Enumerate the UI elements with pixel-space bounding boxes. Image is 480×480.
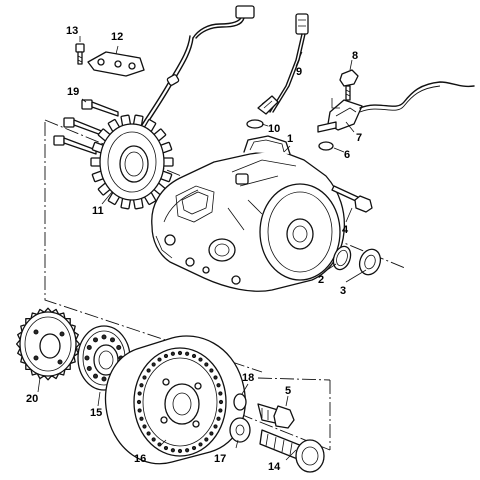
clutch-roller [110, 337, 115, 343]
callout-11: 11 [92, 205, 104, 217]
callout-5: 5 [285, 385, 291, 397]
rotor-pickup-notch [142, 375, 147, 380]
clutch-roller [84, 355, 90, 361]
rotor-pickup-notch [136, 399, 142, 405]
rotor-pickup-notch [151, 437, 156, 442]
rotor-pickup-notch [216, 383, 221, 388]
rotor-pickup-notch [218, 391, 223, 396]
part-20-ring-gear [15, 307, 81, 381]
callout-17: 17 [214, 453, 226, 465]
rotor-pickup-notch [137, 391, 142, 396]
clutch-roller [86, 345, 92, 350]
rotor-pickup-notch [139, 383, 144, 388]
rotor-pickup-notch [185, 351, 190, 356]
clutch-roller [101, 334, 107, 340]
clutch-roller [116, 345, 122, 350]
rotor-pickup-notch [151, 362, 156, 367]
rotor-pickup-notch [213, 424, 218, 429]
part-3-plug [358, 248, 382, 276]
rotor-pickup-notch [204, 437, 209, 442]
callout-labels: 1 2 3 4 5 6 7 8 9 10 11 12 13 14 15 16 1… [26, 25, 362, 473]
rotor-pickup-notch [177, 350, 183, 356]
rotor-pickup-notch [142, 424, 147, 429]
callout-20: 20 [26, 393, 38, 405]
rotor-pickup-notch [170, 351, 175, 356]
part-16-flywheel-rotor [104, 335, 246, 465]
part-8-screw [339, 69, 359, 101]
stator-connector [235, 5, 255, 19]
callout-12: 12 [111, 31, 123, 43]
rotor-pickup-notch [139, 416, 144, 421]
wire-grommet [166, 74, 180, 86]
callout-2: 2 [318, 274, 324, 286]
callout-1: 1 [287, 133, 293, 145]
rotor-pickup-notch [216, 416, 221, 421]
part-4-bolt [331, 185, 373, 213]
callout-16: 16 [134, 453, 146, 465]
part-14-bolt [259, 429, 325, 473]
part-18-o-ring [233, 393, 247, 411]
part-10-o-ring [246, 119, 264, 129]
part-1-engine-cover [151, 135, 346, 292]
rotor-pickup-notch [218, 399, 224, 405]
rotor-pickup-notch [146, 368, 151, 373]
clutch-roller [93, 337, 98, 343]
rotor-pickup-notch [209, 368, 214, 373]
callout-4: 4 [342, 224, 349, 236]
callout-19: 19 [67, 86, 79, 98]
callout-7: 7 [356, 132, 362, 144]
rotor-pickup-notch [191, 445, 197, 451]
rotor-pickup-notch [209, 431, 214, 436]
rotor-pickup-notch [204, 362, 209, 367]
part-13-bolt [75, 43, 85, 65]
rotor-pickup-notch [163, 353, 169, 359]
part-5-nut [257, 403, 295, 429]
callout-14: 14 [268, 461, 281, 473]
callout-18: 18 [242, 372, 254, 384]
leader-lines [37, 36, 367, 461]
rotor-pickup-notch [191, 353, 197, 359]
part-19-bolts [53, 99, 119, 155]
part-12-clamp-plate [87, 51, 145, 77]
stator-wiring-harness [139, 5, 255, 131]
part-9-sensor-lead [257, 13, 309, 115]
callout-10: 10 [268, 123, 280, 135]
callout-3: 3 [340, 285, 346, 297]
part-6-o-ring [318, 141, 334, 151]
clutch-roller [101, 376, 107, 382]
rotor-pickup-notch [157, 357, 162, 362]
rotor-pickup-notch [137, 408, 142, 413]
part-17-washer [229, 417, 251, 443]
callout-15: 15 [90, 407, 102, 419]
clutch-roller [93, 373, 98, 379]
callout-8: 8 [352, 50, 358, 62]
rotor-pickup-notch [177, 448, 183, 454]
rotor-pickup-notch [218, 408, 223, 413]
rotor-pickup-notch [198, 357, 203, 362]
rotor-pickup-notch [163, 445, 169, 451]
callout-6: 6 [344, 149, 350, 161]
rotor-pickup-notch [185, 448, 190, 453]
callout-13: 13 [66, 25, 78, 37]
part-7-sensor [317, 81, 475, 133]
clutch-roller [86, 366, 92, 371]
rotor-pickup-notch [198, 442, 203, 447]
rotor-pickup-notch [146, 431, 151, 436]
callout-9: 9 [296, 66, 302, 78]
part-2-o-ring [332, 245, 352, 271]
part-11-stator [90, 114, 174, 210]
rotor-pickup-notch [170, 448, 175, 453]
rotor-pickup-notch [213, 375, 218, 380]
